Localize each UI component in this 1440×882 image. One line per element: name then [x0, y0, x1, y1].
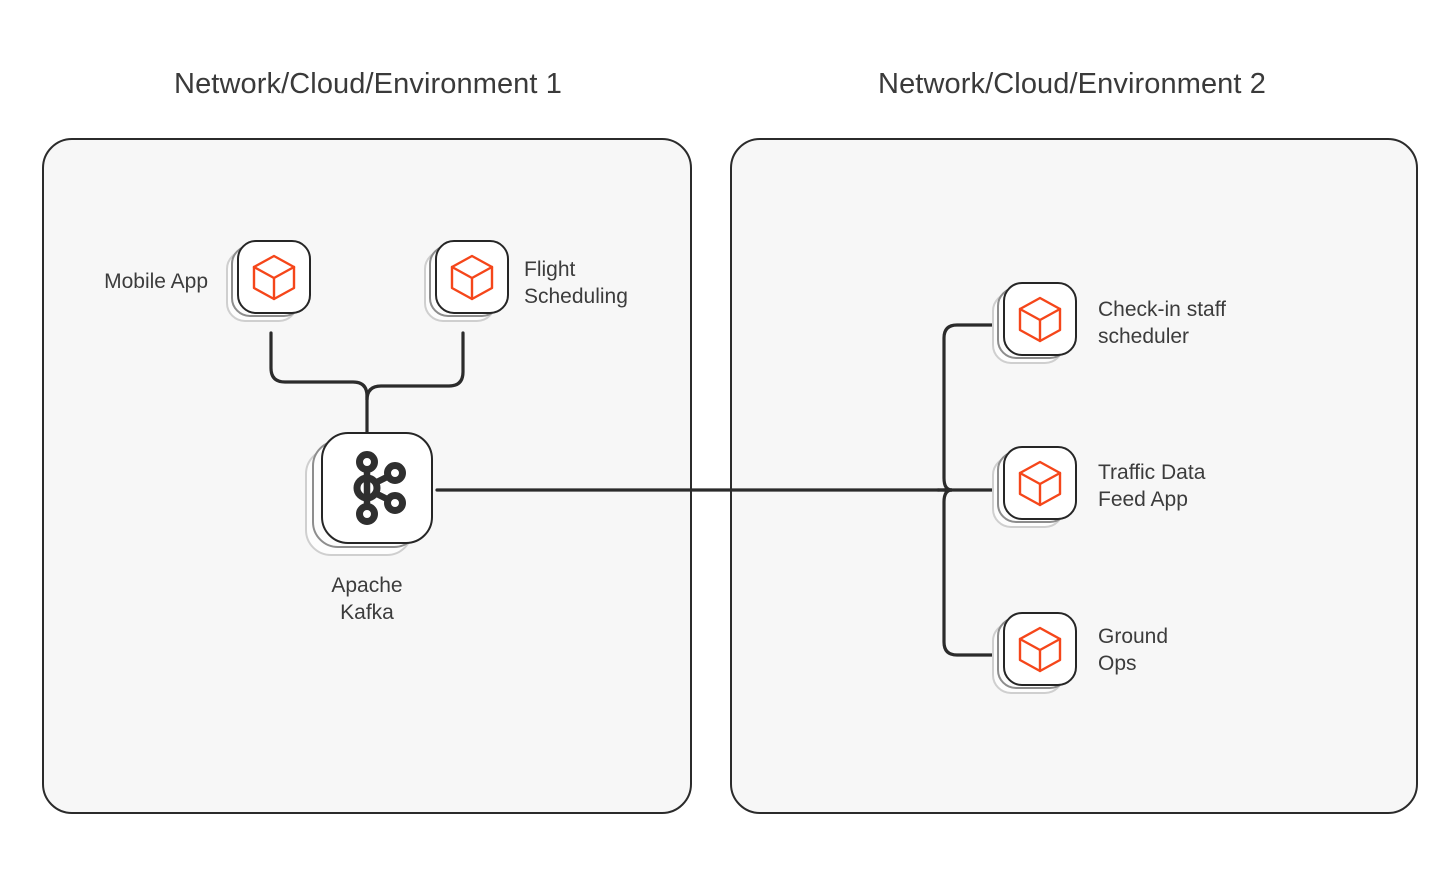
- label-traffic-data-feed-app: Traffic Data Feed App: [1098, 461, 1206, 511]
- env-1-title: Network/Cloud/Environment 1: [174, 68, 562, 100]
- env-2-title: Network/Cloud/Environment 2: [878, 68, 1266, 100]
- cube-icon: [450, 254, 494, 300]
- card-stack-front: [321, 432, 433, 544]
- card-stack-front: [1003, 282, 1077, 356]
- cube-icon: [1018, 460, 1062, 506]
- card-stack-front: [1003, 446, 1077, 520]
- node-flight-scheduling[interactable]: [424, 240, 510, 326]
- node-mobile-app[interactable]: [226, 240, 312, 326]
- card-stack-front: [1003, 612, 1077, 686]
- node-ground-ops[interactable]: [992, 612, 1078, 698]
- label-check-in-staff-scheduler: Check-in staff scheduler: [1098, 298, 1226, 348]
- cube-icon: [1018, 626, 1062, 672]
- cube-icon: [1018, 296, 1062, 342]
- card-stack-front: [237, 240, 311, 314]
- card-stack-front: [435, 240, 509, 314]
- node-check-in-staff-scheduler[interactable]: [992, 282, 1078, 368]
- label-flight-scheduling: Flight Scheduling: [524, 258, 628, 308]
- kafka-icon: [353, 451, 406, 525]
- cube-icon: [252, 254, 296, 300]
- label-mobile-app: Mobile App: [104, 270, 208, 293]
- node-traffic-data-feed-app[interactable]: [992, 446, 1078, 532]
- label-apache-kafka: Apache Kafka: [331, 574, 403, 624]
- label-ground-ops: Ground Ops: [1098, 625, 1169, 675]
- node-apache-kafka[interactable]: [305, 432, 435, 562]
